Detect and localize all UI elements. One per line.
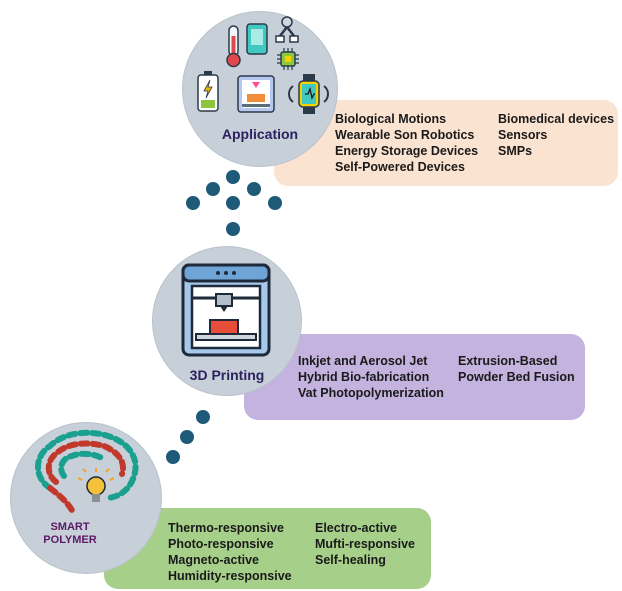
connector-dot — [186, 196, 200, 210]
polymer-items-col2: Electro-active Mufti-responsive Self-hea… — [315, 520, 415, 568]
list-item: Energy Storage Devices — [335, 144, 479, 158]
list-item: Electro-active — [315, 521, 397, 535]
robot-arm-icon — [275, 16, 299, 43]
list-item: Inkjet and Aerosol Jet — [298, 354, 428, 368]
polymer-panel — [104, 508, 431, 589]
list-item: Powder Bed Fusion — [458, 370, 575, 384]
connector-dot — [180, 430, 194, 444]
connector-dot — [196, 410, 210, 424]
list-item: Hybrid Bio-fabrication — [298, 370, 430, 384]
battery-icon — [197, 71, 219, 112]
connector-dot — [206, 182, 220, 196]
application-label: Application — [221, 126, 299, 142]
connector-dot — [247, 182, 261, 196]
list-item: Biological Motions — [335, 112, 447, 126]
polymer-label: SMART POLYMER — [10, 521, 130, 547]
list-item: Mufti-responsive — [315, 537, 416, 551]
list-item: Self-Powered Devices — [335, 160, 465, 174]
tablet-icon — [246, 23, 268, 55]
printing-label: 3D Printing — [189, 367, 265, 383]
list-item: Biomedical devices — [498, 112, 615, 126]
smartwatch-icon — [288, 74, 329, 114]
thermometer-icon — [226, 25, 241, 68]
polymer-items-col1: Thermo-responsive Photo-responsive Magne… — [168, 520, 292, 584]
list-item: Self-healing — [315, 553, 386, 567]
connector-dot — [226, 196, 240, 210]
list-item: Vat Photopolymerization — [298, 386, 444, 400]
connector-dot — [226, 222, 240, 236]
brain-bulb-icon — [35, 429, 139, 517]
connector-dot — [268, 196, 282, 210]
printing-items-col2: Extrusion-Based Powder Bed Fusion — [458, 353, 575, 385]
3d-printer-small-icon — [237, 75, 275, 113]
connector-dot — [226, 170, 240, 184]
list-item: Magneto-active — [168, 553, 259, 567]
list-item: Wearable Son Robotics — [335, 128, 475, 142]
3d-printer-icon — [181, 263, 271, 357]
application-items-col2: Biomedical devices Sensors SMPs — [498, 111, 614, 159]
polymer-label-line2: POLYMER — [43, 534, 97, 546]
list-item: Humidity-responsive — [168, 569, 292, 583]
list-item: SMPs — [498, 144, 533, 158]
list-item: Photo-responsive — [168, 537, 274, 551]
connector-dot — [166, 450, 180, 464]
printing-items-col1: Inkjet and Aerosol Jet Hybrid Bio-fabric… — [298, 353, 444, 401]
list-item: Sensors — [498, 128, 548, 142]
printing-panel — [244, 334, 585, 420]
application-items-col1: Biological Motions Wearable Son Robotics… — [335, 111, 478, 175]
microchip-icon — [277, 48, 299, 70]
list-item: Thermo-responsive — [168, 521, 285, 535]
polymer-label-line1: SMART — [50, 521, 90, 533]
list-item: Extrusion-Based — [458, 354, 558, 368]
polymer-circle — [10, 422, 162, 574]
